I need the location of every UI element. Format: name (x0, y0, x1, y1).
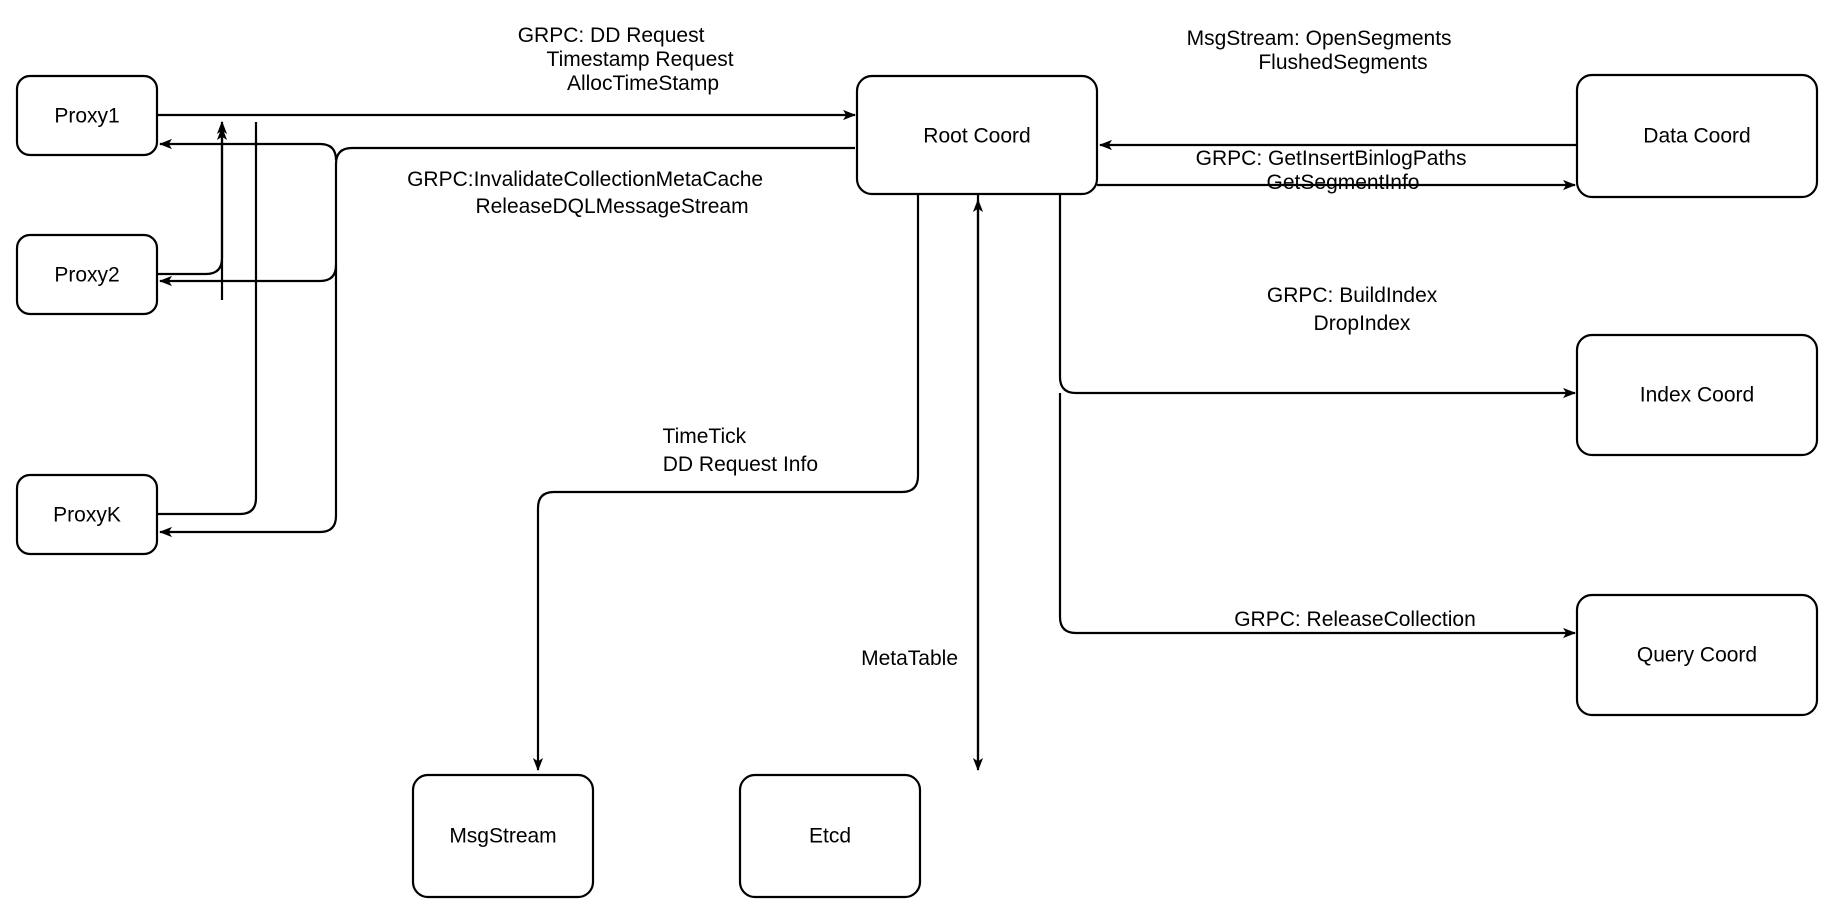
edge-label-root-to-data: GRPC: GetInsertBinlogPaths GetSegmentInf… (1196, 147, 1473, 194)
edge-root-coord-to-index-coord: GRPC: BuildIndex DropIndex (1058, 194, 1576, 399)
node-etcd[interactable]: Etcd (738, 773, 922, 899)
node-msgstream[interactable]: MsgStream (411, 773, 595, 899)
edge-label-root-to-proxies: GRPC:InvalidateCollectionMetaCache Relea… (407, 168, 769, 218)
node-data-coord[interactable]: Data Coord (1575, 73, 1819, 199)
node-box[interactable] (15, 74, 159, 157)
node-box[interactable] (738, 773, 922, 899)
node-label: Query Coord (1637, 644, 1757, 667)
edge-data-coord-to-root-coord: MsgStream: OpenSegments FlushedSegments (1099, 27, 1577, 151)
edge-label-root-to-msgstream: TimeTick DD Request Info (663, 425, 818, 476)
node-label: Etcd (809, 825, 851, 848)
node-label: ProxyK (53, 504, 121, 527)
node-box[interactable] (411, 773, 595, 899)
edge-root-coord-to-proxies: GRPC:InvalidateCollectionMetaCache Relea… (159, 138, 855, 538)
node-label: Root Coord (923, 125, 1030, 148)
edge-label-proxy-to-root: GRPC: DD Request Timestamp Request Alloc… (518, 24, 740, 95)
edge-line-to-proxyk (159, 146, 855, 538)
edge-line-to-proxy2 (159, 264, 338, 287)
node-proxy2[interactable]: Proxy2 (15, 233, 159, 316)
node-label: Index Coord (1640, 384, 1754, 407)
node-box[interactable] (855, 74, 1099, 196)
edge-root-coord-to-etcd: MetaTable (861, 194, 984, 771)
edge-root-coord-to-msgstream: TimeTick DD Request Info (532, 194, 920, 771)
node-box[interactable] (1575, 593, 1819, 717)
edge-line-to-proxy1 (159, 138, 338, 161)
edge-line (532, 194, 920, 771)
node-box[interactable] (15, 233, 159, 316)
edge-label-root-to-query: GRPC: ReleaseCollection (1234, 608, 1476, 631)
node-box[interactable] (15, 473, 159, 556)
edge-label-data-to-root: MsgStream: OpenSegments FlushedSegments (1187, 27, 1458, 74)
node-proxyk[interactable]: ProxyK (15, 473, 159, 556)
node-query-coord[interactable]: Query Coord (1575, 593, 1819, 717)
edge-label-root-to-index: GRPC: BuildIndex DropIndex (1267, 284, 1443, 335)
node-root-coord[interactable]: Root Coord (855, 74, 1099, 196)
node-label: MsgStream (449, 825, 556, 848)
edge-label-root-to-etcd: MetaTable (861, 647, 958, 670)
edge-root-coord-to-data-coord: GRPC: GetInsertBinlogPaths GetSegmentInf… (1097, 147, 1576, 194)
edge-proxy-to-root-coord: GRPC: DD Request Timestamp Request Alloc… (157, 24, 856, 516)
edge-line (1058, 194, 1576, 399)
node-box[interactable] (1575, 333, 1819, 457)
node-label: Proxy2 (54, 264, 119, 287)
edge-root-coord-to-query-coord: GRPC: ReleaseCollection (1058, 393, 1576, 639)
node-label: Proxy1 (54, 105, 119, 128)
node-proxy1[interactable]: Proxy1 (15, 74, 159, 157)
edge-line (1058, 393, 1576, 639)
node-label: Data Coord (1643, 125, 1750, 148)
node-box[interactable] (1575, 73, 1819, 199)
node-index-coord[interactable]: Index Coord (1575, 333, 1819, 457)
edge-line-proxyk-riser (157, 122, 258, 516)
